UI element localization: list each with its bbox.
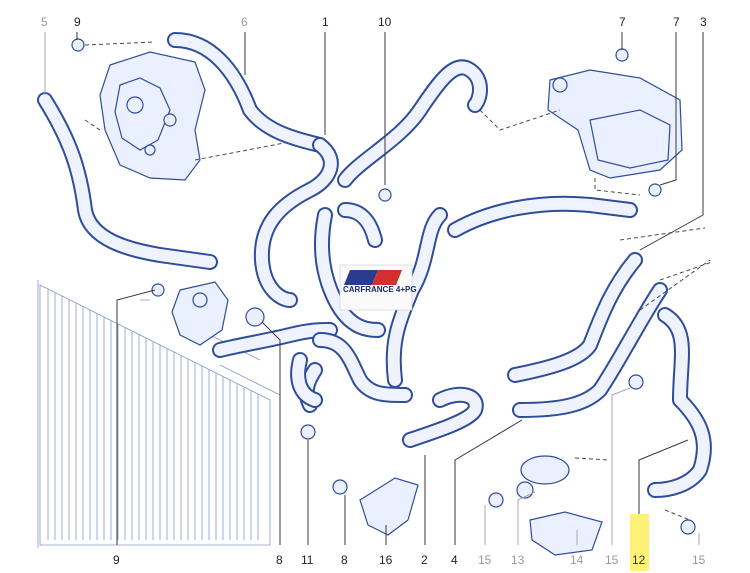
callout-7-b: 7 [673, 15, 680, 29]
callout-10: 10 [378, 15, 392, 29]
coolant-hose-fill-13 [314, 334, 411, 401]
coolant-hose-fill-6 [339, 204, 381, 246]
callout-11: 11 [301, 553, 314, 567]
coolant-hose-fill-5 [316, 209, 384, 336]
coolant-hose-fill-1 [39, 94, 216, 268]
callout-4: 4 [451, 553, 458, 567]
callout-1: 1 [322, 15, 329, 29]
callout-7-a: 7 [619, 15, 626, 29]
coolant-hose-fill-14 [404, 388, 482, 446]
leader-lines [44, 32, 704, 545]
callout-15-c: 15 [692, 553, 706, 567]
highlight-marker [630, 514, 649, 571]
callout-9-bottom: 9 [113, 553, 120, 567]
coolant-hose-fill-8 [449, 197, 636, 236]
callout-8-b: 8 [341, 553, 348, 567]
coolant-hose-fill-12 [214, 324, 336, 356]
callout-15-b: 15 [605, 553, 619, 567]
coolant-hose-fill-16 [292, 354, 321, 406]
callout-2: 2 [421, 553, 428, 567]
coolant-hose-fill-3 [255, 139, 337, 306]
assembly-arrows [84, 41, 713, 521]
pump-bracket [359, 477, 603, 556]
electric-water-pump [516, 455, 570, 499]
callout-15-a: 15 [478, 553, 492, 567]
carfrance-logo: CARFRANCE 4+PG [339, 264, 417, 311]
callout-numbers: 5 9 6 1 10 7 7 3 9 8 11 8 16 2 4 15 13 1… [41, 15, 707, 567]
coolant-hose-fill-9 [509, 254, 641, 381]
coolant-hose-fill-2 [169, 34, 326, 151]
callout-3: 3 [700, 15, 707, 29]
coolant-hose-fill-10 [514, 284, 666, 416]
coolant-hose-fill-11 [649, 309, 710, 496]
clamps [71, 38, 696, 535]
engine-block-top [84, 51, 301, 181]
expansion-tank [469, 69, 683, 196]
callout-6: 6 [241, 15, 248, 29]
callout-8-a: 8 [276, 553, 283, 567]
hoses [37, 32, 712, 498]
callout-5: 5 [41, 15, 48, 29]
radiator [37, 280, 281, 548]
callout-9-top: 9 [74, 15, 81, 29]
callout-14: 14 [570, 553, 584, 567]
logo-text: CARFRANCE 4+PG [343, 285, 417, 294]
thermostat-housing [151, 281, 229, 346]
callout-12: 12 [632, 553, 646, 567]
coolant-hose-fill-4 [339, 61, 486, 186]
callout-13: 13 [511, 553, 525, 567]
callout-16: 16 [379, 553, 393, 567]
